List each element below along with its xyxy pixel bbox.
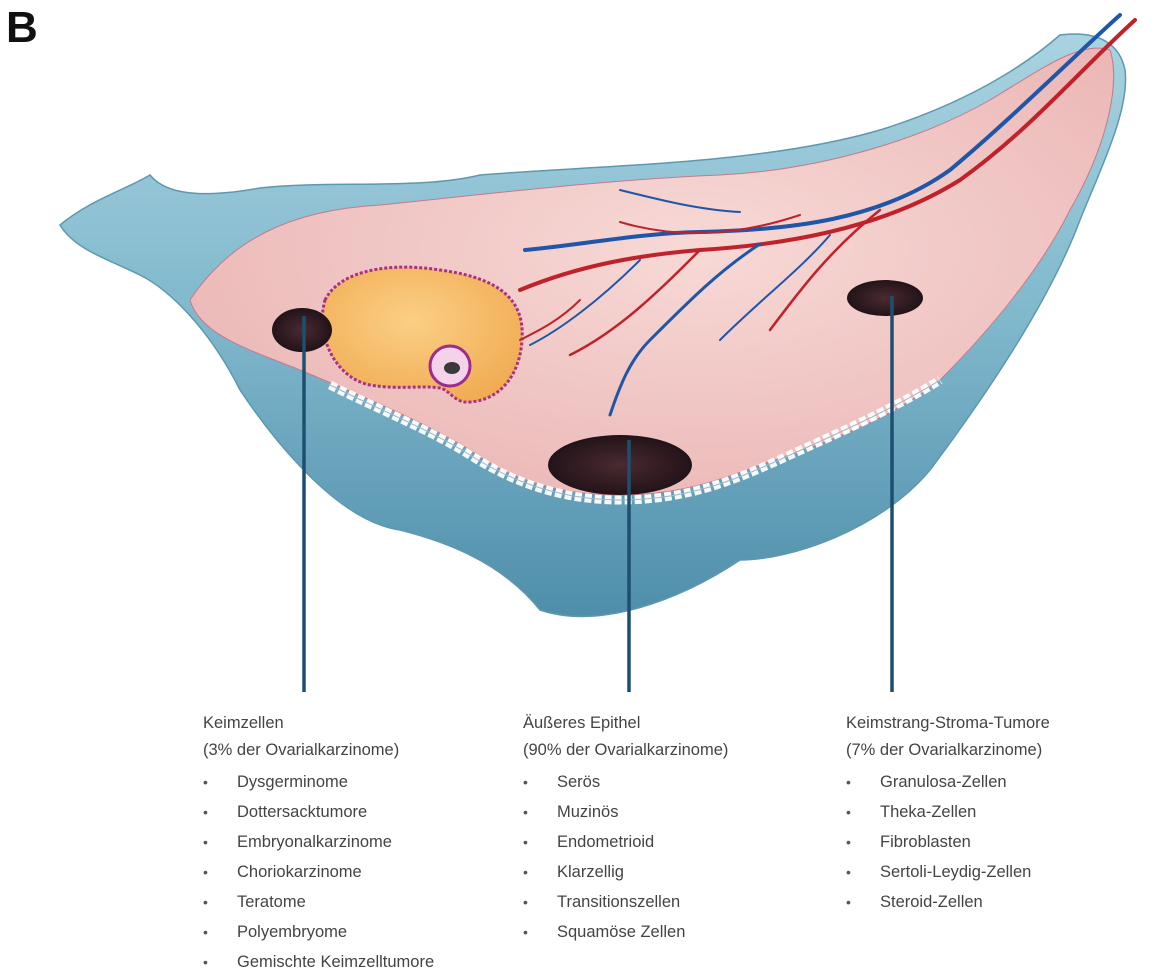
list-item: •Granulosa-Zellen <box>846 767 1050 797</box>
bullet: • <box>203 827 208 857</box>
bullet: • <box>203 887 208 917</box>
bullet: • <box>523 767 528 797</box>
bullet: • <box>523 887 528 917</box>
bullet: • <box>523 917 528 947</box>
group-list: •Dysgerminome •Dottersacktumore •Embryon… <box>203 767 434 977</box>
list-item: •Teratome <box>203 887 434 917</box>
list-item: •Endometrioid <box>523 827 728 857</box>
group-title: Keimzellen <box>203 710 434 737</box>
list-item: •Theka-Zellen <box>846 797 1050 827</box>
list-item: •Polyembryome <box>203 917 434 947</box>
tumor-keimzellen <box>272 308 332 352</box>
bullet: • <box>203 857 208 887</box>
list-item: •Muzinös <box>523 797 728 827</box>
list-item: •Dottersacktumore <box>203 797 434 827</box>
bullet: • <box>523 827 528 857</box>
list-item: •Steroid-Zellen <box>846 887 1050 917</box>
bullet: • <box>203 917 208 947</box>
group-title: Äußeres Epithel <box>523 710 728 737</box>
bullet: • <box>846 857 851 887</box>
list-item: •Klarzellig <box>523 857 728 887</box>
group-list: •Granulosa-Zellen •Theka-Zellen •Fibrobl… <box>846 767 1050 917</box>
label-block-epithel: Äußeres Epithel (90% der Ovarialkarzinom… <box>523 710 728 947</box>
list-item: •Embryonalkarzinome <box>203 827 434 857</box>
list-item: •Serös <box>523 767 728 797</box>
group-subtitle: (90% der Ovarialkarzinome) <box>523 737 728 764</box>
bullet: • <box>846 827 851 857</box>
list-item: •Sertoli-Leydig-Zellen <box>846 857 1050 887</box>
list-item: •Fibroblasten <box>846 827 1050 857</box>
bullet: • <box>523 857 528 887</box>
bullet: • <box>203 947 208 977</box>
label-block-keimzellen: Keimzellen (3% der Ovarialkarzinome) •Dy… <box>203 710 434 977</box>
bullet: • <box>846 767 851 797</box>
tumor-stroma <box>847 280 923 316</box>
tumor-epithel <box>548 435 692 495</box>
list-item: •Transitionszellen <box>523 887 728 917</box>
bullet: • <box>846 797 851 827</box>
list-item: •Choriokarzinome <box>203 857 434 887</box>
label-block-stroma: Keimstrang-Stroma-Tumore (7% der Ovarial… <box>846 710 1050 917</box>
group-list: •Serös •Muzinös •Endometrioid •Klarzelli… <box>523 767 728 947</box>
bullet: • <box>523 797 528 827</box>
group-title: Keimstrang-Stroma-Tumore <box>846 710 1050 737</box>
bullet: • <box>846 887 851 917</box>
group-subtitle: (3% der Ovarialkarzinome) <box>203 737 434 764</box>
group-subtitle: (7% der Ovarialkarzinome) <box>846 737 1050 764</box>
list-item: •Squamöse Zellen <box>523 917 728 947</box>
list-item: •Dysgerminome <box>203 767 434 797</box>
bullet: • <box>203 797 208 827</box>
ovary-illustration <box>0 0 1167 700</box>
bullet: • <box>203 767 208 797</box>
list-item: •Gemischte Keimzelltumore <box>203 947 434 977</box>
